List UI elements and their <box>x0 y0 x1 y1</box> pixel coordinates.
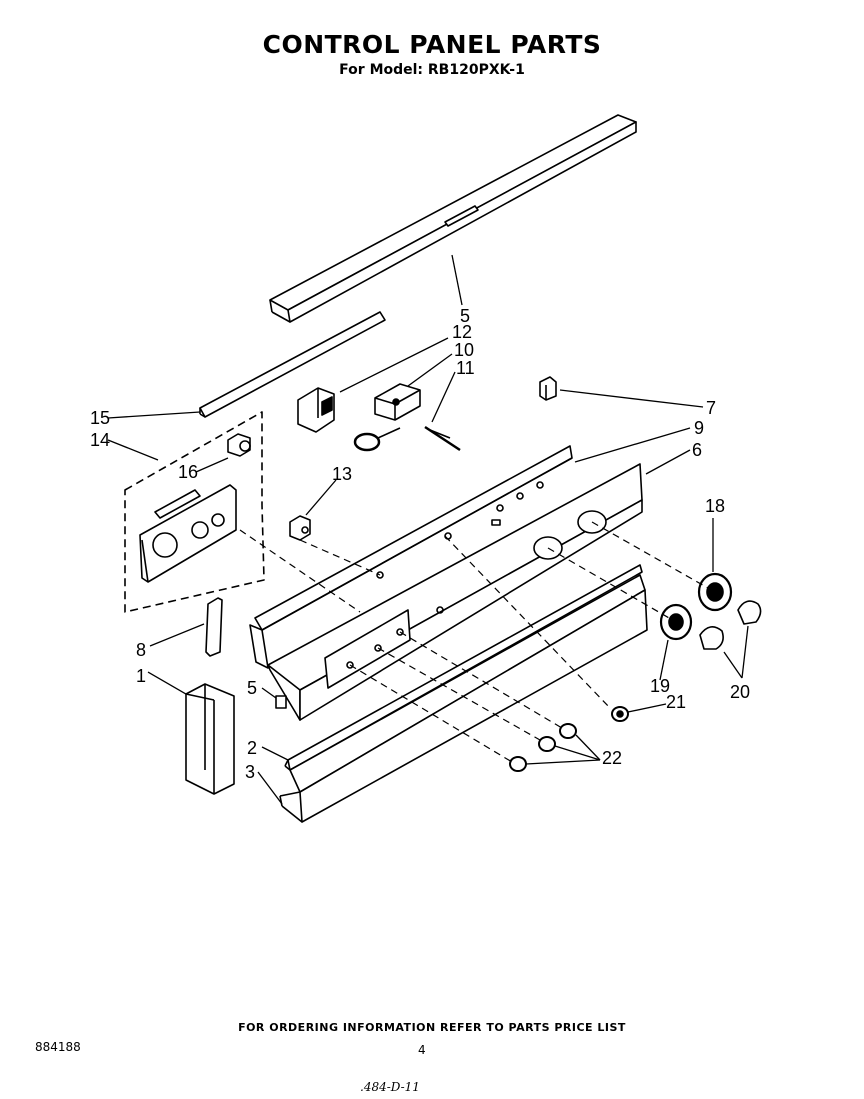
callout-16: 15 <box>90 408 110 428</box>
document-number: 884188 <box>35 1040 81 1054</box>
callout-12: 12 <box>452 322 472 342</box>
callout-11: 11 <box>456 358 475 378</box>
ordering-info-note: FOR ORDERING INFORMATION REFER TO PARTS … <box>238 1021 626 1034</box>
callout-20: 20 <box>730 682 750 702</box>
model-subtitle: For Model: RB120PXK-1 <box>339 62 525 78</box>
callout-19: 19 <box>650 676 670 696</box>
part-9-bracket-plate <box>249 445 573 669</box>
part-15-clock-knob <box>227 433 251 457</box>
page-number: 4 <box>418 1043 426 1057</box>
callout-7: 7 <box>706 398 716 418</box>
part-6-control-panel <box>267 463 643 721</box>
callout-10: 10 <box>454 340 474 360</box>
handwritten-note: .484-D-11 <box>360 1080 420 1094</box>
part-10-switch <box>374 383 421 421</box>
part-13-switch <box>289 515 311 541</box>
callout-8: 8 <box>136 640 146 660</box>
callout-13: 13 <box>332 464 352 484</box>
callout-3: 3 <box>245 762 255 782</box>
callout-15: 16 <box>178 462 198 482</box>
part-8-bracket <box>205 597 223 657</box>
part-14-clock-assembly <box>124 411 265 613</box>
part-12-switch-housing <box>297 387 335 433</box>
callout-9: 9 <box>694 418 704 438</box>
part-1-end-cap <box>185 683 235 795</box>
part-5-clip <box>275 695 287 709</box>
part-4-top-trim <box>269 114 637 323</box>
callout-4: 5 <box>460 306 470 326</box>
part-18-bezel <box>697 572 733 612</box>
part-2-lower-trim <box>284 564 643 771</box>
part-7-bracket <box>539 376 557 401</box>
callout-14: 14 <box>90 430 110 450</box>
callout-1: 1 <box>136 666 146 686</box>
callout-6: 6 <box>692 440 702 460</box>
callout-5: 5 <box>247 678 257 698</box>
callout-21: 21 <box>666 692 686 712</box>
callout-18: 18 <box>705 496 725 516</box>
part-20-knob <box>699 600 762 650</box>
callout-22: 22 <box>602 748 622 768</box>
part-21-nut <box>611 706 629 722</box>
page-title: CONTROL PANEL PARTS <box>262 30 602 59</box>
part-16-strip <box>199 311 386 418</box>
part-22-nuts <box>509 723 577 772</box>
part-3-lower-channel <box>279 574 648 823</box>
callout-2: 2 <box>247 738 257 758</box>
